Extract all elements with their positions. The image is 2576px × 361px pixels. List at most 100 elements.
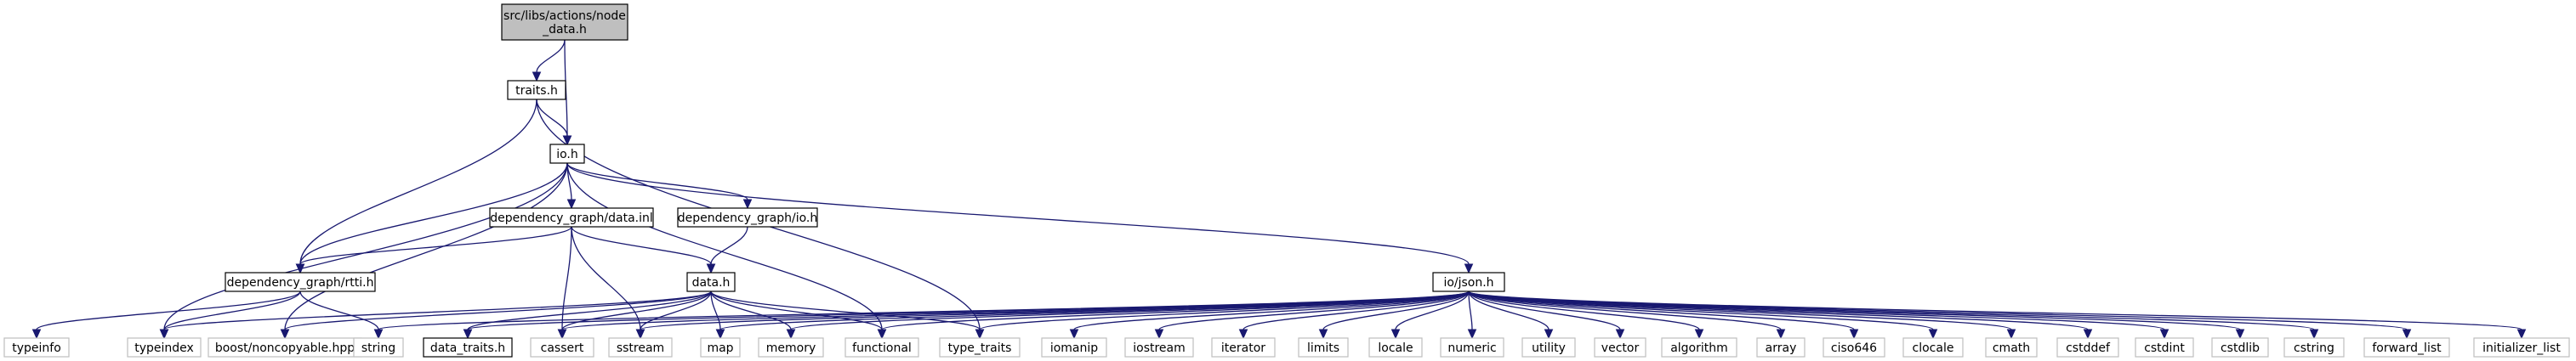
edge-line [1158,290,1470,330]
edge-line [571,226,641,330]
node-dg_data_inl[interactable]: dependency_graph/data.inl [489,207,654,228]
node-label: array [1766,341,1797,355]
node-label: numeric [1447,341,1496,355]
edge-line [1322,290,1470,330]
node-vector: vector [1594,337,1646,358]
node-box [1440,337,1504,358]
node-dg_rtti[interactable]: dependency_graph/rtti.h [225,272,376,292]
node-box [2473,337,2570,358]
edge-line [566,162,1470,265]
edge-io_json-to-memory [786,290,1470,340]
edge-arrowhead [1154,329,1164,340]
edge-line [1468,290,1700,330]
node-traits[interactable]: traits.h [507,80,566,100]
node-box [489,207,654,228]
edge-line [1468,290,1934,330]
edge-line [640,290,712,330]
node-label: limits [1307,341,1339,355]
node-dg_io[interactable]: dependency_graph/io.h [677,207,818,228]
edge-arrowhead [295,263,305,274]
node-box [1211,337,1276,358]
node-algorithm: algorithm [1661,337,1737,358]
node-label: cstdlib [2221,341,2260,355]
node-label: vector [1601,341,1640,355]
node-ciso646: ciso646 [1823,337,1885,358]
node-typeinfo: typeinfo [3,337,70,358]
edge-line [536,39,566,73]
edge-line [561,226,572,330]
edge-arrowhead [1928,329,1938,340]
node-array: array [1756,337,1805,358]
edge-line [1468,290,1782,330]
node-cstddef: cstddef [2056,337,2119,358]
edge-line [284,290,712,330]
edge-arrowhead [2235,329,2245,340]
edge-line [881,290,1470,330]
node-iostream: iostream [1124,337,1194,358]
node-io_json[interactable]: io/json.h [1432,272,1505,292]
edge-arrowhead [706,263,716,274]
edge-io-to-dg_io [566,162,753,210]
node-data[interactable]: data.h [686,272,736,292]
node-cmath: cmath [1985,337,2038,358]
edge-traits-to-dg_rtti [295,99,537,274]
edge-line [1395,290,1470,330]
node-typeindex: typeindex [127,337,202,358]
node-functional: functional [844,337,919,358]
node-box [2211,337,2269,358]
node-label: src/libs/actions/node [503,9,626,23]
node-label: cstddef [2066,341,2111,355]
edge-line [1243,290,1470,330]
node-box [530,337,594,358]
node-cstring: cstring [2283,337,2345,358]
node-box [1368,337,1423,358]
edge-line [163,290,301,330]
edge-line [299,162,568,265]
node-io[interactable]: io.h [549,144,585,164]
node-label: cstdint [2144,341,2185,355]
node-label: ciso646 [1831,341,1877,355]
edge-line [299,226,572,265]
node-label: data.h [692,276,731,290]
node-label: functional [852,341,912,355]
node-box [549,144,585,164]
node-label: boost/noncopyable.hpp [215,341,355,355]
edge-line [163,162,568,330]
edges-layer [31,39,2527,340]
edge-arrowhead [1464,263,1474,274]
edge-arrowhead [159,329,169,340]
node-box [501,3,628,41]
edge-line [299,99,537,265]
edge-arrowhead [1544,329,1554,340]
node-box [1985,337,2038,358]
edge-arrowhead [280,329,290,340]
node-map: map [700,337,741,358]
node-box [225,272,376,292]
edge-line [710,290,792,330]
node-data_traits[interactable]: data_traits.h [423,337,513,358]
node-box [353,337,404,358]
node-label: dependency_graph/data.inl [490,212,653,225]
node-label: typeindex [134,341,194,355]
node-label: locale [1378,341,1413,355]
edge-arrowhead [975,329,985,340]
node-label: clocale [1913,341,1954,355]
edge-line [710,226,748,265]
node-cassert: cassert [530,337,594,358]
node-box [1661,337,1737,358]
edge-dg_rtti-to-typeindex [159,290,301,340]
edge-io_json-to-vector [1468,290,1625,340]
edge-line [1468,290,1621,330]
edge-line [979,290,1470,330]
edge-data-to-sstream [635,290,712,340]
node-box [423,337,513,358]
node-box [939,337,1021,358]
edge-arrowhead [715,329,725,340]
edge-node_data-to-traits [532,39,566,82]
node-numeric: numeric [1440,337,1504,358]
edge-io-to-io_json [566,162,1474,274]
node-label: iomanip [1050,341,1098,355]
edge-arrowhead [463,329,473,340]
edge-arrowhead [532,71,542,82]
